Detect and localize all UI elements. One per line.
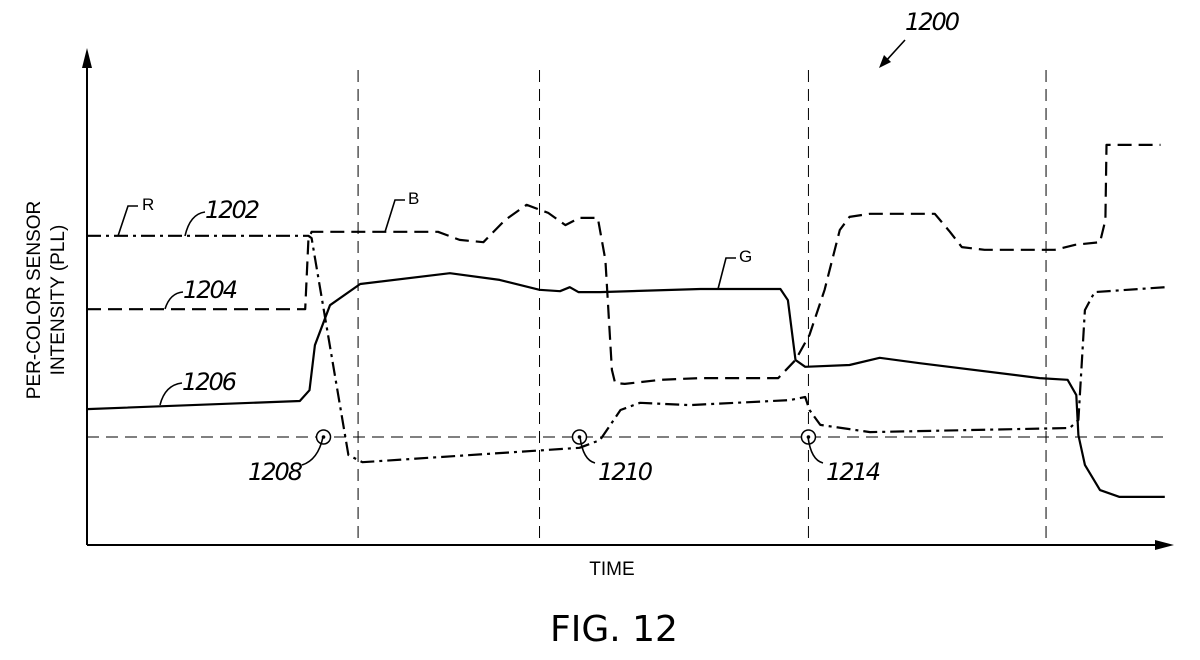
leader-b (384, 199, 405, 233)
series-line-b (87, 143, 1161, 385)
figure-ref-1200: 1200 (905, 8, 960, 36)
y-axis-label-line1: PER-COLOR SENSOR (24, 201, 45, 399)
series-letter-r: R (142, 195, 154, 214)
ref-1214: 1214 (826, 458, 880, 486)
series-letter-g: G (739, 247, 752, 266)
series-line-r (87, 234, 1165, 464)
leader-1204 (164, 291, 184, 310)
x-axis-label: TIME (589, 559, 634, 580)
leader-1206 (159, 382, 183, 406)
leader-1210 (579, 436, 596, 464)
ref-1206: 1206 (182, 368, 237, 396)
ref-1204: 1204 (183, 276, 237, 304)
leader-g (717, 257, 736, 290)
figure-ref-arrowhead (879, 55, 891, 68)
ref-1208: 1208 (248, 458, 303, 486)
leader-1214 (807, 436, 824, 464)
series-line-g (86, 272, 1165, 498)
leader-1208 (301, 436, 324, 466)
x-axis-arrow (1155, 540, 1174, 550)
y-axis-label-line2: INTENSITY (PLL) (48, 225, 69, 376)
y-axis-arrow (82, 48, 92, 68)
ref-1210: 1210 (598, 458, 653, 486)
leader-1202 (184, 211, 206, 237)
series-letter-b: B (408, 189, 419, 208)
figure-caption: FIG. 12 (550, 609, 678, 650)
ref-1202: 1202 (205, 196, 259, 224)
leader-r (117, 205, 138, 237)
figure-ref-arrow (884, 39, 906, 63)
